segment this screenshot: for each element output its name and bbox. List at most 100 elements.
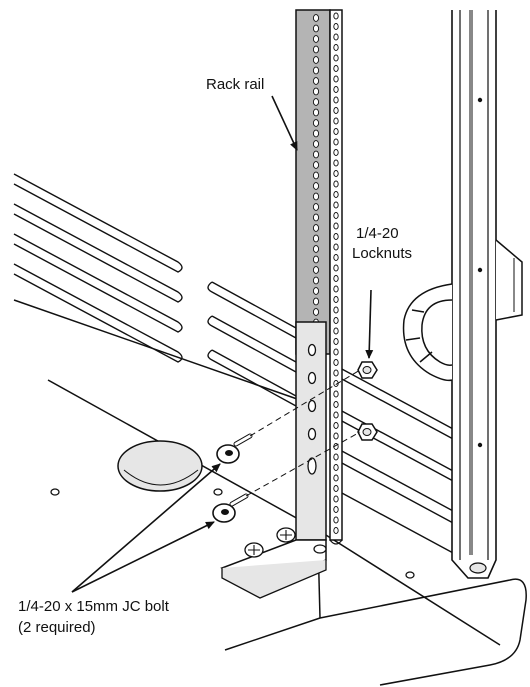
rail-edge-hole (333, 369, 339, 377)
rail-face-hole (312, 45, 320, 54)
right-vertical-post (451, 10, 497, 579)
rail-face-hole (312, 161, 320, 169)
rail-edge-hole (333, 96, 339, 104)
locknut-upper (357, 361, 378, 379)
rail-face-hole (312, 108, 320, 117)
locknuts-leader (365, 289, 374, 359)
rail-edge-hole (333, 222, 339, 230)
callout-arrows (71, 95, 374, 593)
rail-edge-hole (333, 264, 339, 272)
right-side-bracket (495, 239, 523, 321)
rail-edge-hole (333, 159, 339, 167)
rail-face-hole (312, 56, 320, 64)
rail-edge-hole (333, 506, 339, 513)
rail-edge-hole (333, 75, 339, 83)
rail-face-hole (312, 98, 320, 106)
rail-face-hole (312, 276, 320, 285)
rail-face-hole (312, 150, 320, 159)
rail-edge-hole (333, 348, 339, 356)
rail-face-hole (312, 119, 320, 127)
rail-edge-hole (333, 23, 339, 30)
rail-edge-hole (333, 527, 339, 534)
rail-edge-hole (333, 128, 339, 135)
rail-edge-hole (333, 306, 339, 314)
rail-face-hole (312, 182, 320, 190)
rail-face-hole (312, 308, 320, 316)
floor-screw-1 (244, 542, 264, 558)
rail-face-hole (312, 77, 320, 85)
rail-edge-hole (333, 464, 339, 471)
rail-face-hole (312, 213, 320, 222)
rail-edge-hole (333, 149, 339, 156)
rack-rail-leader (271, 95, 298, 151)
rail-face-hole (312, 66, 320, 75)
rail-edge-hole (333, 107, 339, 114)
rail-edge-hole (333, 233, 339, 240)
rail-edge-hole (333, 212, 339, 219)
rail-face-hole (312, 35, 320, 43)
rail-edge-hole (333, 516, 339, 524)
bolt-leader-upper (71, 463, 221, 593)
rail-edge-hole (333, 327, 339, 335)
rail-face-hole (312, 140, 320, 148)
bolt-leader-lower (71, 521, 215, 593)
rail-edge-hole (333, 44, 339, 51)
locknuts-label-line1: 1/4-20 (356, 225, 399, 242)
back-frame-rails (339, 367, 456, 555)
rail-edge-hole (333, 138, 339, 146)
rail-face-hole (312, 203, 320, 211)
rail-edge-hole (333, 117, 339, 125)
rail-face-hole (312, 24, 320, 33)
rack-rail (295, 9, 343, 545)
rail-edge-hole (333, 54, 339, 62)
alignment-lines (245, 369, 361, 497)
rail-edge-hole (333, 474, 339, 482)
rail-face-hole (312, 234, 320, 243)
vent-slots-middle (207, 281, 297, 407)
rail-edge-hole (333, 390, 339, 398)
rail-face-hole (312, 245, 320, 253)
rail-edge-hole (333, 411, 339, 419)
rail-edge-hole (333, 191, 339, 198)
rail-edge-hole (333, 285, 339, 293)
bolt-label-line2: (2 required) (18, 619, 96, 636)
jc-bolt-upper (216, 433, 253, 464)
rail-face-hole (312, 287, 320, 295)
rail-edge-hole (333, 401, 339, 408)
rail-edge-hole (333, 12, 339, 20)
rail-edge-hole (333, 180, 339, 188)
rail-face-hole (312, 87, 320, 96)
rail-face-hole (312, 297, 320, 306)
rail-face-hole (312, 129, 320, 138)
bolt-label-line1: 1/4-20 x 15mm JC bolt (18, 598, 170, 615)
rail-edge-hole (333, 201, 339, 209)
rail-face-hole (312, 224, 320, 232)
rail-edge-hole (333, 86, 339, 93)
rack-rail-holes (312, 12, 339, 534)
rail-edge-hole (333, 65, 339, 72)
rack-rail-label: Rack rail (206, 76, 264, 93)
rail-edge-hole (333, 338, 339, 345)
cable-ring (402, 283, 453, 382)
rail-face-hole (312, 266, 320, 274)
rail-edge-hole (333, 33, 339, 41)
rack-rail-edge (329, 9, 343, 541)
rail-edge-hole (333, 317, 339, 324)
jc-bolt-lower (212, 493, 249, 523)
rail-edge-hole (333, 170, 339, 177)
rail-face-hole (312, 192, 320, 201)
floor-screw-2 (276, 527, 296, 543)
floor-screws (244, 527, 296, 558)
rail-edge-hole (333, 296, 339, 303)
rail-edge-hole (333, 254, 339, 261)
floor-holes (50, 488, 415, 579)
rail-edge-hole (333, 485, 339, 492)
rail-edge-hole (333, 495, 339, 503)
rail-edge-hole (333, 275, 339, 282)
locknuts-label-line2: Locknuts (352, 245, 412, 262)
rail-edge-hole (333, 359, 339, 366)
rail-face-hole (312, 171, 320, 180)
rail-edge-hole (333, 432, 339, 440)
l-bracket (220, 321, 327, 599)
